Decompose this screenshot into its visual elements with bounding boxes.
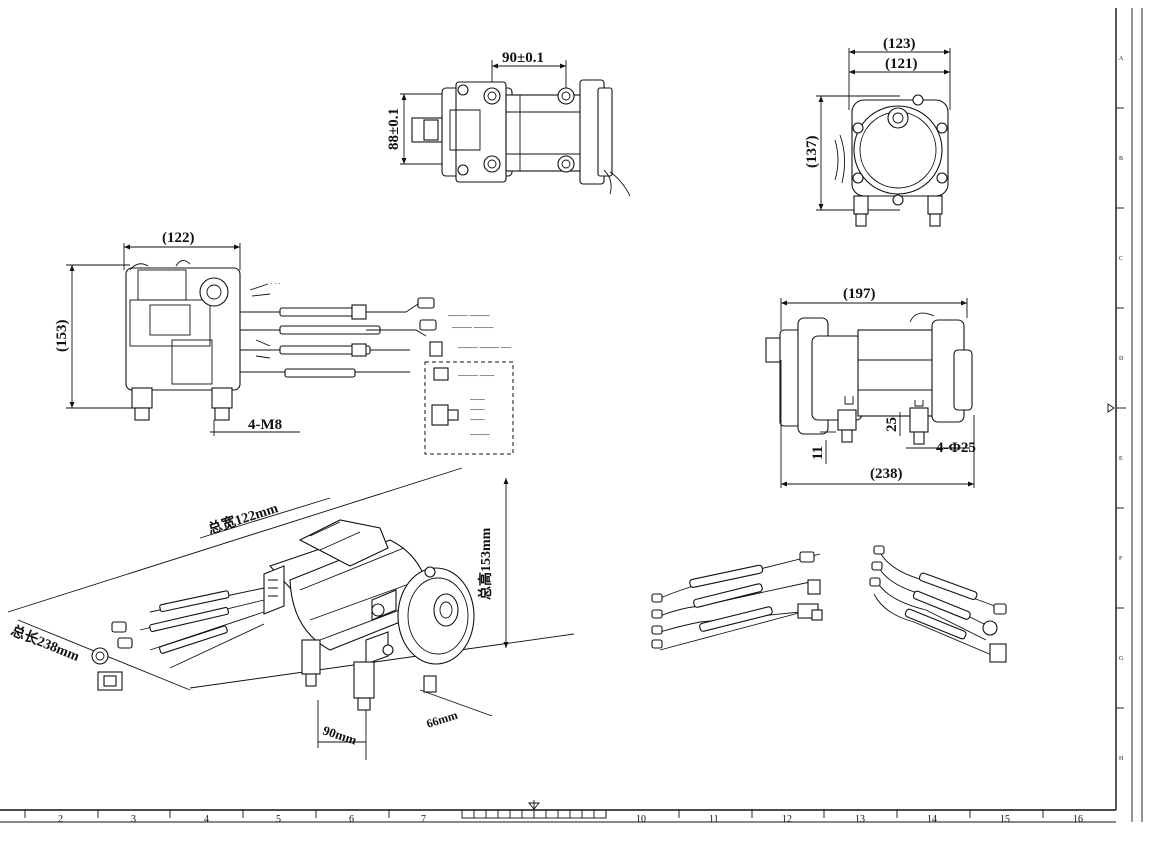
svg-text:· · ·: · · ·	[270, 280, 281, 288]
bottom-ruler-ticks	[24, 800, 1044, 819]
right-ruler-ticks	[1107, 107, 1126, 709]
svg-text:───: ───	[469, 396, 485, 404]
ruler-label: 16	[1073, 814, 1083, 825]
ruler-label: 13	[855, 814, 865, 825]
ruler-label: 11	[709, 814, 719, 825]
ruler-label: G	[1119, 656, 1124, 662]
top-view: 90±0.1 88±0.1	[386, 50, 631, 197]
ruler-label: D	[1119, 356, 1124, 362]
ruler-label: 3	[131, 814, 136, 825]
iso-spacing: 90mm	[321, 723, 359, 748]
ruler-label: 10	[636, 814, 646, 825]
ruler-label: 4	[204, 814, 209, 825]
svg-text:──── ────: ──── ────	[447, 312, 489, 320]
dim-90: 90±0.1	[502, 50, 544, 66]
svg-text:──── ────: ──── ────	[451, 324, 493, 332]
left-side-view: (122) (153) 4-M8	[54, 230, 514, 455]
holes-4phi25: 4-Φ25	[936, 440, 976, 456]
svg-text:───: ───	[469, 406, 485, 414]
svg-text:────: ────	[469, 431, 490, 439]
thread-4m8: 4-M8	[248, 417, 282, 433]
dim-153: (153)	[54, 320, 70, 353]
dim-121: (121)	[885, 56, 918, 72]
dim-197: (197)	[843, 286, 876, 302]
ruler-label: H	[1119, 756, 1124, 762]
ruler-label: A	[1119, 56, 1124, 62]
dim-11: 11	[810, 446, 826, 460]
ruler-label: 12	[782, 814, 792, 825]
ruler-label: B	[1119, 156, 1123, 162]
end-view: (123) (121) (137)	[804, 36, 951, 227]
ruler-label: 7	[421, 814, 426, 825]
right-ruler-labels: A B C D E F G H	[1119, 56, 1124, 762]
ruler-label: 5	[276, 814, 281, 825]
harness-detail-right	[869, 545, 1007, 663]
bottom-ruler-labels: 2 3 4 5 6 7 10 11 12 13 14 15 16	[58, 814, 1083, 825]
dim-122: (122)	[162, 230, 195, 246]
svg-text:───: ───	[469, 416, 485, 424]
svg-text:──── ───: ──── ───	[457, 372, 495, 380]
right-side-view: (197) (238) 11 25 4-Φ25	[765, 286, 976, 488]
dim-25: 25	[884, 417, 900, 432]
iso-foot: 66mm	[425, 708, 460, 731]
ruler-label: 2	[58, 814, 63, 825]
ruler-label: F	[1119, 556, 1123, 562]
ruler-label: C	[1119, 256, 1123, 262]
ruler-label: E	[1119, 456, 1123, 462]
iso-length: 总长238mm	[9, 622, 83, 665]
ruler-label: 14	[927, 814, 937, 825]
isometric-view: 总宽122mm 总高153mm 总长238mm 90mm 66mm	[7, 467, 575, 760]
dim-238: (238)	[870, 466, 903, 482]
dim-88: 88±0.1	[386, 108, 402, 150]
dim-123: (123)	[883, 36, 916, 52]
ruler-label: 15	[1000, 814, 1010, 825]
harness-detail-left	[651, 551, 823, 651]
svg-text:──── ──── ──: ──── ──── ──	[457, 344, 511, 352]
iso-width: 总宽122mm	[206, 499, 280, 538]
ruler-label: 6	[349, 814, 354, 825]
dim-137: (137)	[804, 136, 820, 169]
iso-height: 总高153mm	[477, 527, 494, 600]
